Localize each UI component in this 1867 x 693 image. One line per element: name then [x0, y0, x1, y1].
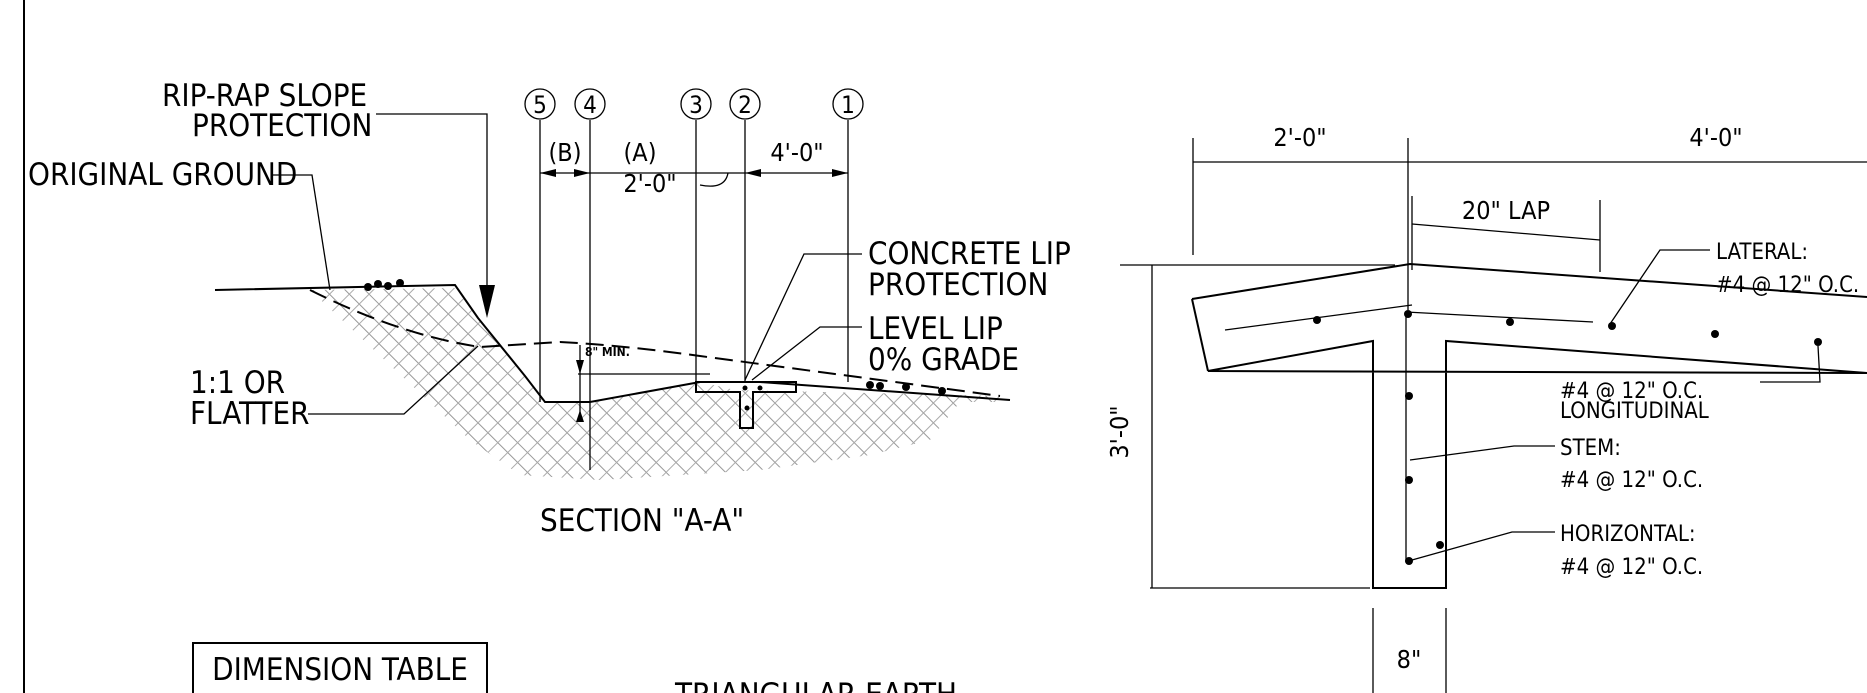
slope-label-2: FLATTER [190, 396, 309, 432]
lateral-label-2: #4 @ 12" O.C. [1716, 273, 1859, 298]
lap-label: 20" LAP [1462, 196, 1550, 225]
dimension-table: DIMENSION TABLE TRIANGULAR EARTH [192, 642, 957, 693]
concrete-lip-leader [744, 253, 862, 381]
rip-rap-label-1: RIP-RAP SLOPE [162, 78, 367, 114]
table-caption-partial: TRIANGULAR EARTH [674, 677, 957, 693]
lap-dim-line [1411, 223, 1601, 241]
original-ground-dashed [309, 289, 1001, 397]
longitudinal-label-2: LONGITUDINAL [1560, 399, 1709, 424]
bubble-3: 3 [689, 91, 703, 119]
rebar-lateral-lap [1405, 311, 1594, 323]
lateral-label-1: LATERAL: [1716, 240, 1808, 265]
rip-rap-rocks [364, 279, 946, 395]
horizontal-label-1: HORIZONTAL: [1560, 522, 1696, 547]
section-title: SECTION "A-A" [540, 503, 744, 539]
horizontal-label-2: #4 @ 12" O.C. [1560, 555, 1703, 580]
concrete-lip [695, 381, 797, 429]
rebar-dots [1313, 310, 1822, 565]
reinforcement-detail: 2'-0" 4'-0" 20" LAP 3'- [1105, 123, 1867, 693]
concrete-lip-label-1: CONCRETE LIP [868, 236, 1071, 272]
bubble-2: 2 [738, 91, 752, 119]
horizontal-leader [1411, 531, 1555, 561]
level-lip-leader [751, 326, 862, 381]
soil-hatch [310, 288, 1000, 480]
longitudinal-label-1: #4 @ 12" O.C. [1560, 379, 1703, 404]
rip-rap-leader [376, 113, 488, 300]
dim-2ft-label: 2'-0" [623, 169, 676, 198]
concrete-lip-label-2: PROTECTION [868, 267, 1048, 303]
dimension-table-title: DIMENSION TABLE [212, 652, 468, 688]
min-depth-label: 8" MIN. [585, 345, 630, 359]
bubble-5: 5 [533, 91, 547, 119]
slope-label-1: 1:1 OR [190, 365, 285, 401]
level-lip-label-2: 0% GRADE [868, 342, 1019, 378]
bubble-4: 4 [583, 91, 597, 119]
lip-outline-edge [1191, 298, 1209, 372]
lip-outline [1191, 262, 1867, 589]
original-ground-leader [272, 174, 331, 291]
detail-dim-left-label: 2'-0" [1273, 123, 1326, 152]
original-ground-label: ORIGINAL GROUND [28, 157, 297, 193]
longitudinal-leader [1760, 345, 1821, 383]
rip-rap-label-2: PROTECTION [192, 108, 372, 144]
stem-leader [1409, 445, 1555, 461]
detail-dim-right-label: 4'-0" [1689, 123, 1742, 152]
grid-bubbles: 5 4 3 2 1 [524, 88, 864, 120]
level-lip-label-1: LEVEL LIP [868, 311, 1003, 347]
ground-line [214, 283, 1011, 403]
stem-label-2: #4 @ 12" O.C. [1560, 468, 1703, 493]
stem-width-label: 8" [1397, 645, 1422, 674]
lateral-leader [1609, 249, 1710, 325]
dim-a-label: (A) [624, 138, 657, 167]
dim-b-label: (B) [549, 138, 582, 167]
dim-2ft-leader [699, 172, 729, 187]
slope-leader [308, 345, 479, 415]
bubble-1: 1 [841, 91, 855, 119]
height-label: 3'-0" [1105, 405, 1134, 458]
stem-label-1: STEM: [1560, 436, 1621, 461]
dim-4ft-label: 4'-0" [770, 138, 823, 167]
section-a-a: 5 4 3 2 1 (B) (A) 4'-0" 2'-0" 8" MIN. RI… [28, 78, 1071, 539]
